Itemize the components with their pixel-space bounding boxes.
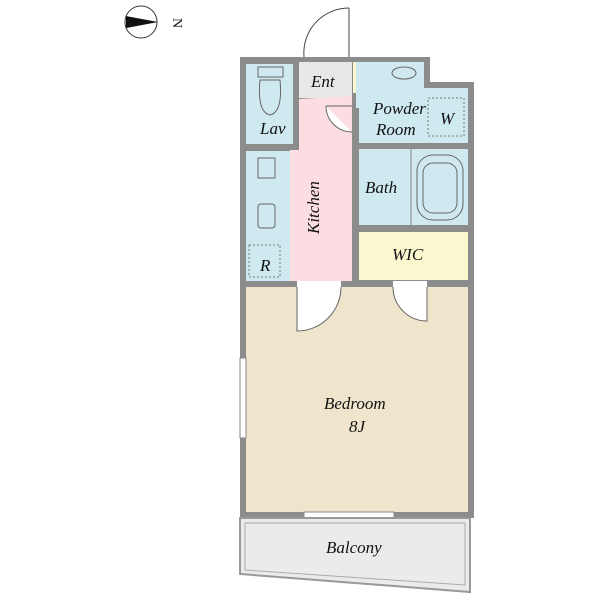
- washbasin-icon: [391, 66, 417, 80]
- room-kitchen: [290, 96, 352, 281]
- label-bedroom-size: 8J: [349, 417, 367, 436]
- label-bedroom: Bedroom: [324, 394, 386, 413]
- label-bath: Bath: [365, 178, 397, 197]
- bathtub-icon: [416, 154, 464, 221]
- kitchen-counter: [246, 151, 290, 281]
- powder-door[interactable]: [325, 105, 353, 133]
- room-entrance: [299, 62, 352, 98]
- label-washer: W: [440, 109, 456, 128]
- wic-door[interactable]: [392, 281, 428, 322]
- washer-space: [427, 97, 465, 137]
- room-powder: [356, 62, 468, 143]
- toilet-icon: [257, 66, 284, 116]
- room-bedroom: [246, 287, 468, 512]
- entry-door[interactable]: [303, 7, 350, 58]
- label-balcony: Balcony: [326, 538, 382, 557]
- compass: N: [124, 5, 184, 39]
- refrigerator-space: [248, 244, 281, 278]
- bedroom-door[interactable]: [296, 281, 342, 332]
- label-refrigerator: R: [259, 256, 271, 275]
- label-kitchen: Kitchen: [304, 181, 323, 235]
- label-powder-2: Room: [375, 120, 416, 139]
- sink-icon: [257, 157, 276, 179]
- room-wic: [359, 232, 468, 280]
- compass-label: N: [169, 18, 184, 28]
- label-powder-1: Powder: [372, 99, 426, 118]
- label-wic: WIC: [392, 245, 424, 264]
- bedroom-window: [239, 357, 247, 439]
- north-arrow-icon: [126, 16, 158, 28]
- label-entrance: Ent: [310, 72, 336, 91]
- label-lavatory: Lav: [259, 119, 286, 138]
- stove-icon: [257, 203, 276, 229]
